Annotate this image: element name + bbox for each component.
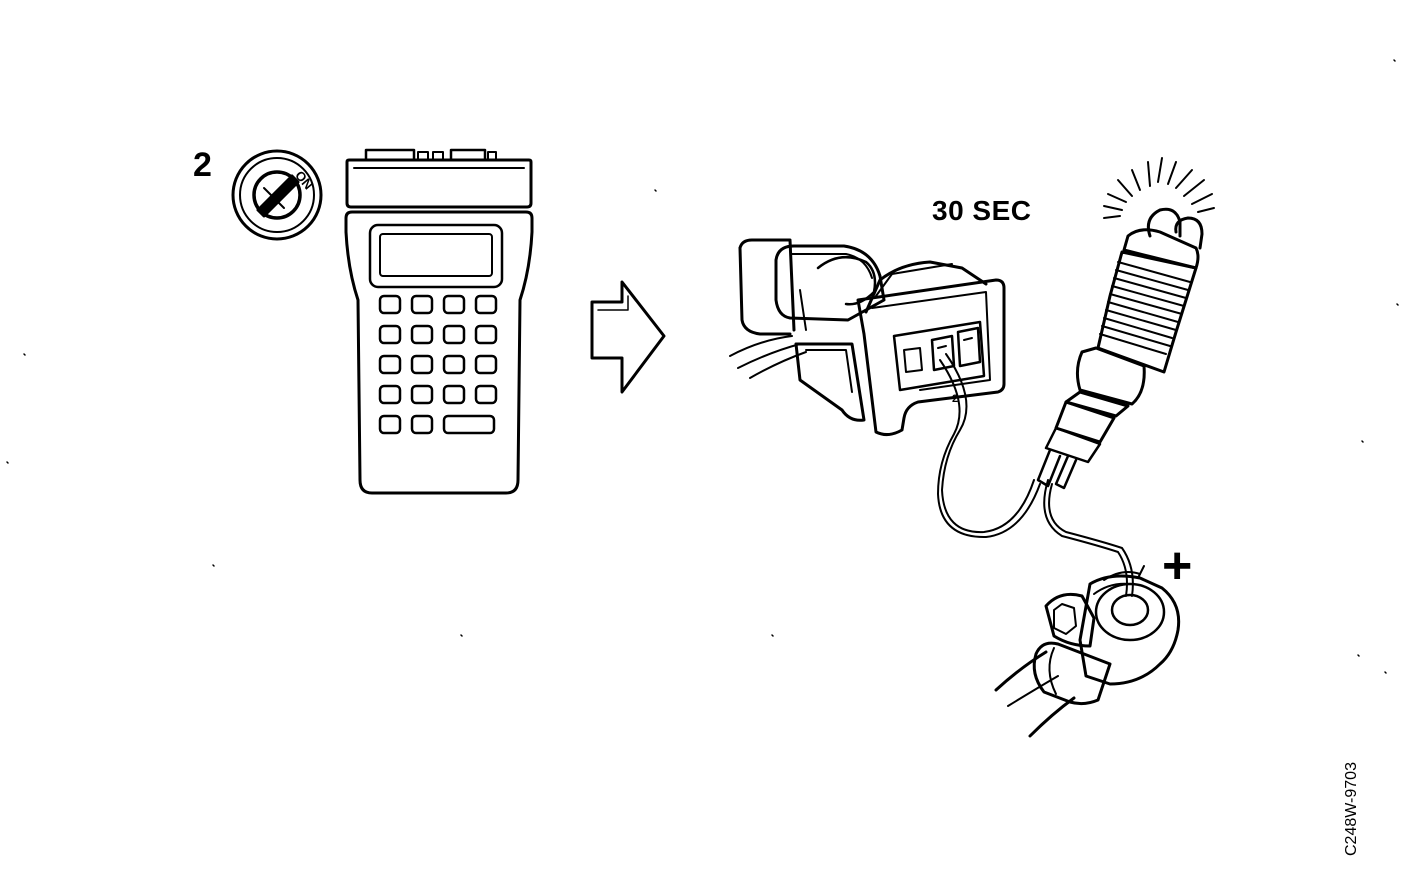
test-lead-wire — [937, 353, 1134, 597]
step-number: 2 — [193, 146, 212, 184]
battery-terminal-icon — [994, 565, 1181, 738]
connector-pin-label: 2 — [952, 393, 958, 405]
scan-tool-icon — [344, 148, 534, 495]
duration-label: 30 SEC — [932, 195, 1032, 226]
ignition-switch-icon: ON — [231, 149, 323, 241]
next-step-arrow-icon — [590, 280, 666, 394]
injector-connector-icon — [729, 238, 1006, 437]
polarity-label: + — [1162, 537, 1193, 595]
test-lamp-icon — [1036, 157, 1215, 490]
figure-code: C248W-9703 — [1343, 762, 1360, 856]
lamp-glow-icon — [1103, 157, 1215, 219]
